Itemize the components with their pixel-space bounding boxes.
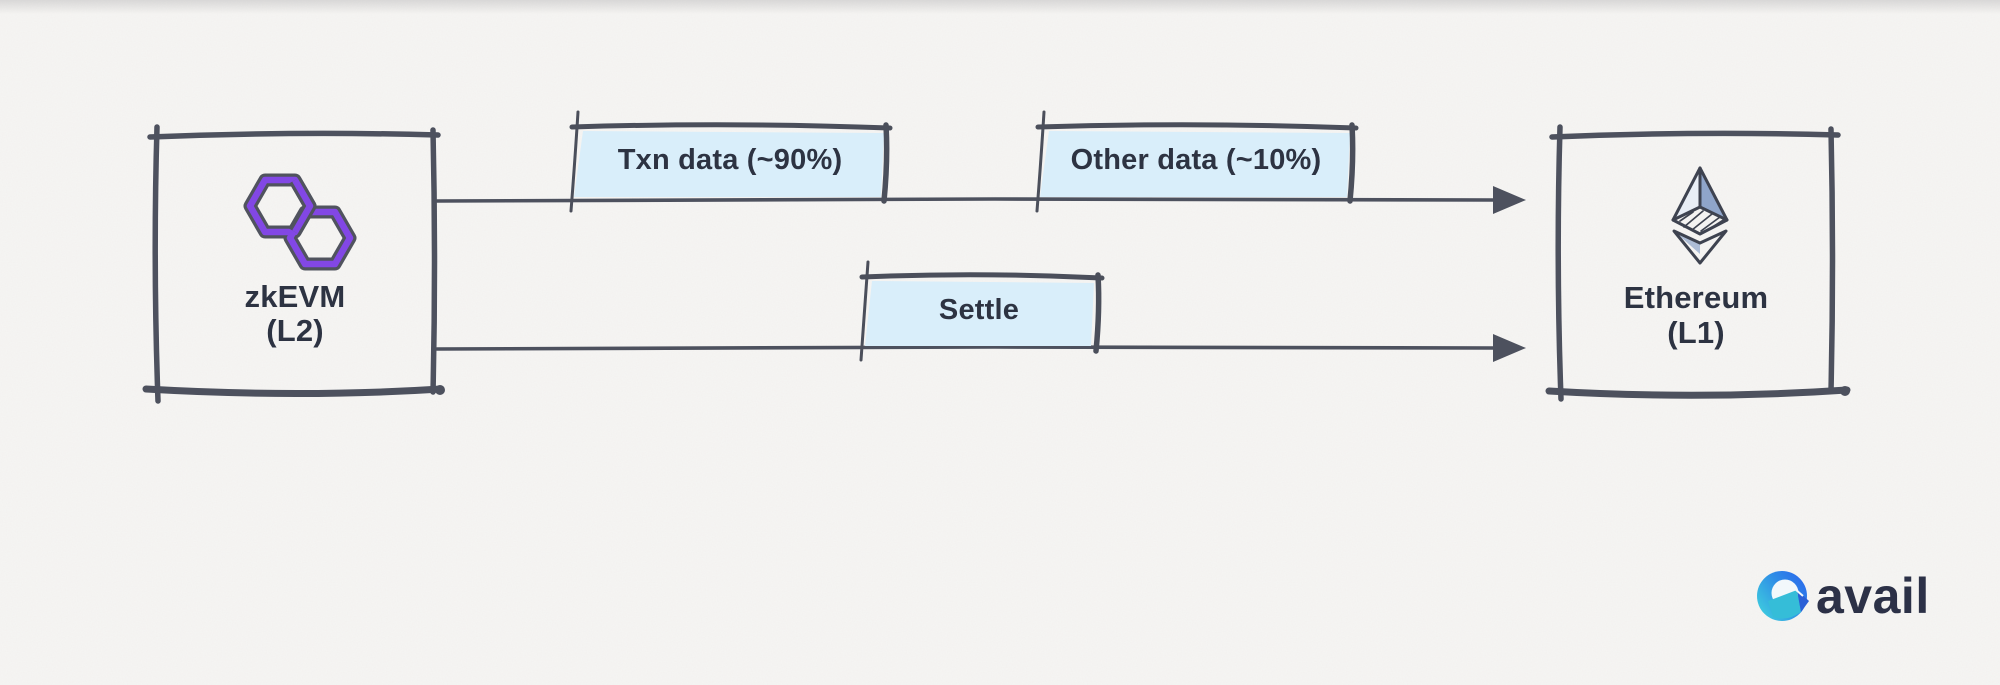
ethereum-icon xyxy=(1671,166,1729,265)
avail-icon xyxy=(1757,571,1809,621)
polygon-icon xyxy=(243,173,357,271)
arrow-bottom xyxy=(435,334,1526,362)
arrowhead-top xyxy=(1493,186,1526,214)
ethereum-title: Ethereum xyxy=(1623,280,1769,315)
avail-wordmark: avail xyxy=(1816,568,1930,624)
label-box-txn xyxy=(569,110,893,213)
ethereum-node-box xyxy=(1545,124,1851,402)
label-other-data: Other data (~10%) xyxy=(1070,144,1322,176)
zkevm-node-box xyxy=(142,124,445,404)
zkevm-title: zkEVM xyxy=(244,279,346,314)
label-txn-data: Txn data (~90%) xyxy=(617,144,843,176)
ethereum-subtitle: (L1) xyxy=(1667,315,1725,350)
label-box-other xyxy=(1035,110,1359,213)
arrowhead-bottom xyxy=(1493,334,1526,362)
label-settle: Settle xyxy=(938,294,1020,326)
label-box-settle xyxy=(859,260,1105,362)
zkevm-subtitle: (L2) xyxy=(266,313,324,348)
